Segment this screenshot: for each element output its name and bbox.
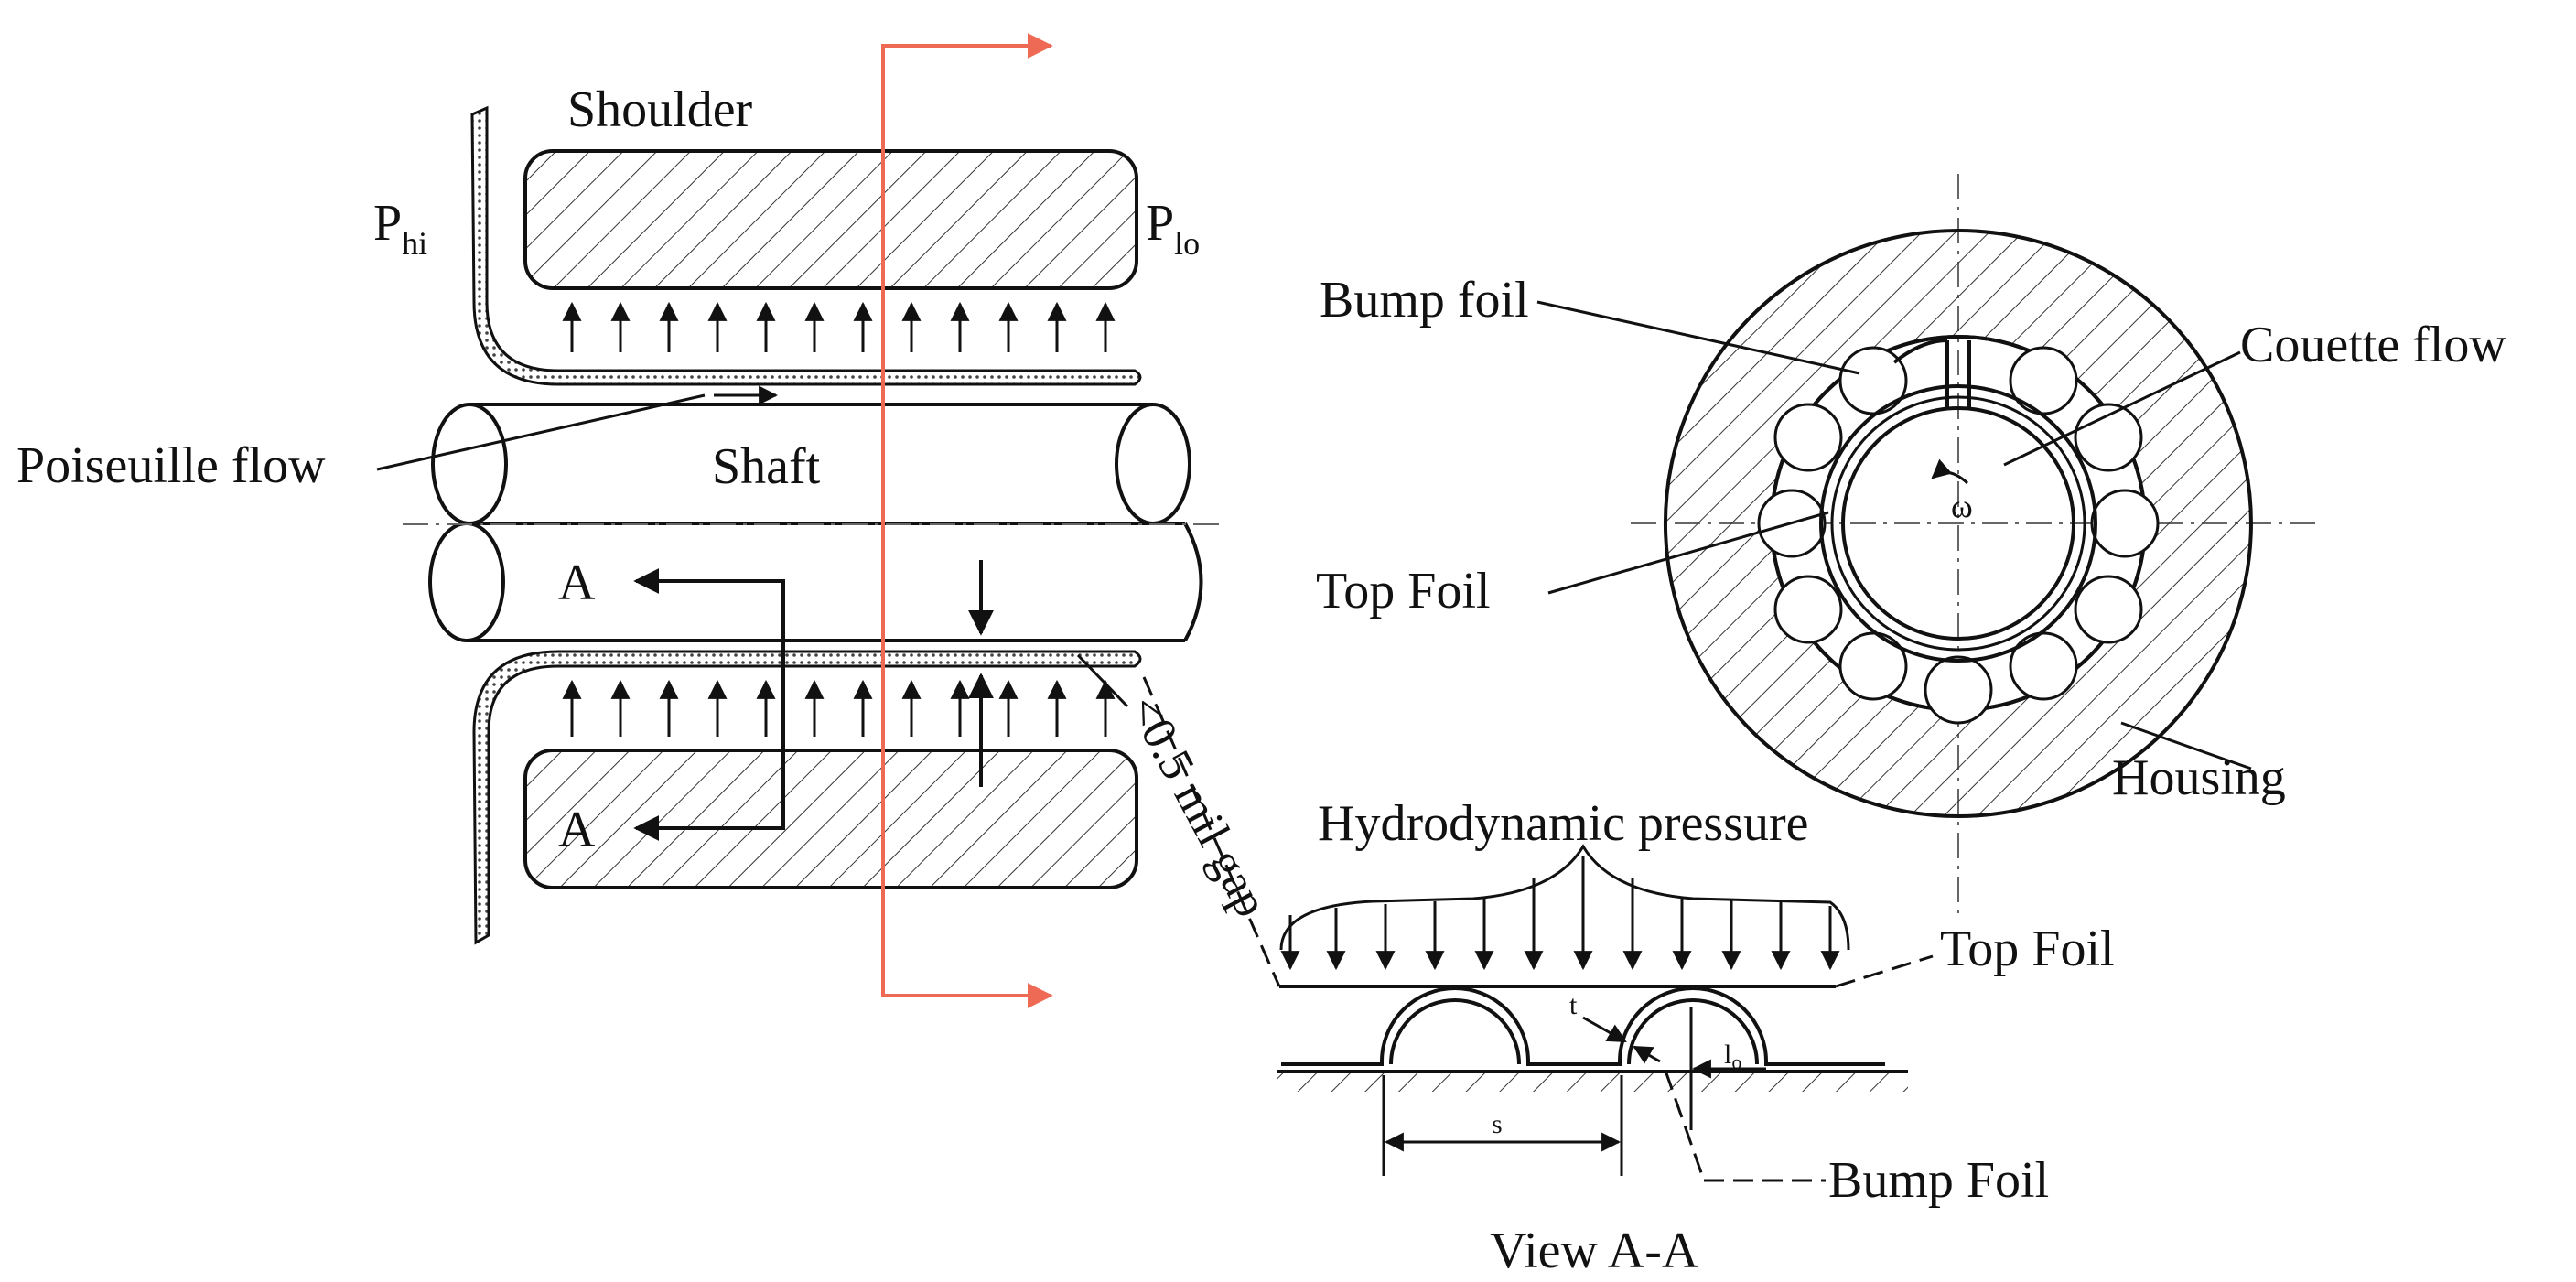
label-pitch: s — [1492, 1109, 1503, 1139]
label-bump-foil-view: Bump Foil — [1828, 1152, 2049, 1209]
label-bump-foil-ring: Bump foil — [1320, 272, 1529, 329]
label-section-a-top: A — [558, 555, 596, 611]
label-top-foil-ring: Top Foil — [1316, 563, 1491, 619]
section-line-a — [641, 579, 785, 830]
label-shaft: Shaft — [712, 438, 821, 495]
poiseuille-leader — [376, 393, 706, 471]
label-housing: Housing — [2112, 749, 2286, 806]
upper-shoulder — [523, 149, 1138, 290]
label-hydrodynamic-pressure: Hydrodynamic pressure — [1318, 795, 1809, 852]
upper-pressure-arrows — [562, 301, 1116, 352]
label-section-a-bottom: A — [558, 802, 596, 858]
label-omega: ω — [1951, 488, 1973, 524]
axial-section — [376, 33, 1226, 1008]
label-top-foil-view: Top Foil — [1940, 921, 2115, 977]
label-length: lo — [1724, 1040, 1741, 1073]
label-p-hi: Phi — [373, 195, 427, 262]
label-shoulder: Shoulder — [567, 81, 753, 138]
rotation-arrow — [1931, 458, 1969, 485]
radial-section — [1536, 174, 2315, 915]
lower-shoulder — [523, 749, 1138, 889]
label-thickness: t — [1569, 990, 1578, 1020]
label-poiseuille-flow: Poiseuille flow — [16, 437, 326, 494]
label-view-title: View A-A — [1490, 1223, 1699, 1279]
label-couette-flow: Couette flow — [2240, 317, 2506, 373]
gap-leader — [1076, 653, 1129, 708]
cutting-plane — [881, 33, 1053, 1008]
upper-top-foil — [470, 105, 1142, 386]
bump-foil-ring — [1757, 346, 2160, 725]
pressure-profile — [1279, 844, 1850, 951]
bump-foil-profile — [1281, 986, 1885, 1066]
label-p-lo: Plo — [1146, 195, 1200, 262]
view-a-a — [1142, 676, 1934, 1182]
lower-top-foil — [472, 650, 1142, 945]
label-gap: <0.5 mil gap — [1117, 687, 1277, 926]
lower-pressure-arrows — [562, 679, 1116, 737]
